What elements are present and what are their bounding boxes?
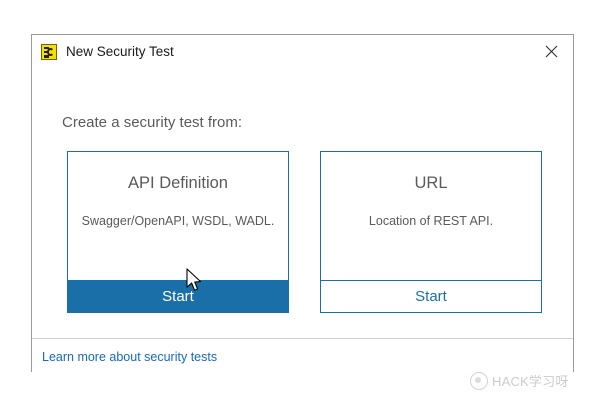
security-test-app-icon [41, 44, 57, 60]
card-description: Location of REST API. [368, 214, 494, 228]
watermark: HACK学习呀 [470, 371, 569, 390]
card-content-url: URL Location of REST API. [321, 152, 541, 280]
card-title: API Definition [128, 174, 228, 192]
option-card-url[interactable]: URL Location of REST API. Start [320, 151, 542, 313]
dialog-titlebar[interactable]: New Security Test [32, 35, 573, 69]
page-title: Create a security test from: [62, 114, 243, 131]
footer-divider [32, 338, 573, 339]
dialog-title: New Security Test [66, 44, 174, 60]
circle-logo-icon [470, 371, 488, 390]
card-content-api-definition: API Definition Swagger/OpenAPI, WSDL, WA… [68, 152, 288, 280]
option-card-api-definition[interactable]: API Definition Swagger/OpenAPI, WSDL, WA… [67, 151, 289, 313]
learn-more-link[interactable]: Learn more about security tests [42, 350, 218, 364]
card-title: URL [414, 174, 448, 192]
start-button-url[interactable]: Start [321, 280, 541, 312]
card-description: Swagger/OpenAPI, WSDL, WADL. [81, 214, 275, 228]
dialog-body: Create a security test from: API Definit… [32, 69, 573, 372]
watermark-text: HACK学习呀 [492, 374, 569, 389]
new-security-test-dialog: New Security Test Create a security test… [31, 34, 574, 372]
close-icon[interactable] [529, 35, 573, 68]
start-button-api-definition[interactable]: Start [68, 280, 288, 312]
